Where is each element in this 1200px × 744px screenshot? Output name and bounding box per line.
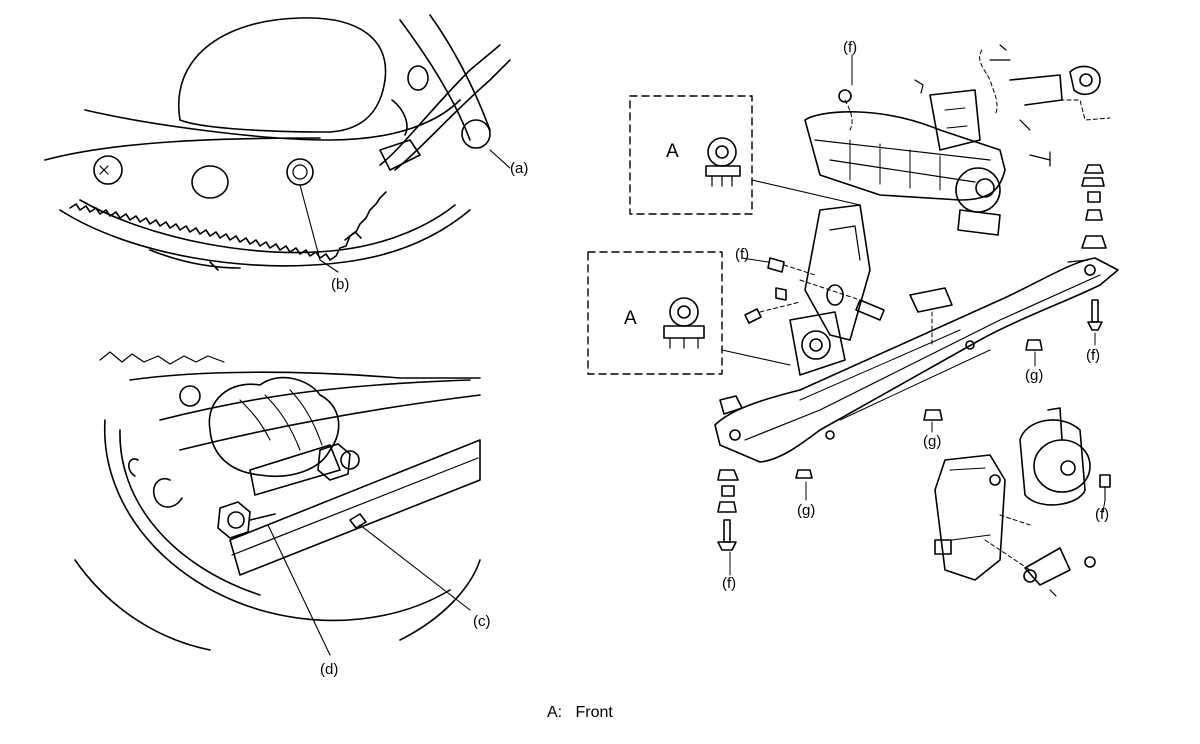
bolt-c	[349, 513, 367, 529]
hardware-stacks	[717, 164, 1107, 551]
label-a: (a)	[510, 160, 529, 177]
label-f-right: (f)	[1086, 347, 1101, 364]
upper-bracket	[804, 44, 1111, 236]
inset-lower-letter: A	[624, 308, 637, 329]
inset-upper-letter: A	[666, 141, 679, 162]
crossmember	[714, 257, 1119, 463]
inset-box-lower	[587, 251, 791, 375]
ring-gear-teeth	[69, 191, 387, 261]
label-leaders	[729, 54, 1106, 576]
caption-key: A:	[547, 704, 563, 721]
label-g-right: (g)	[1025, 367, 1044, 384]
nut-d	[340, 450, 360, 470]
label-d: (d)	[320, 661, 339, 678]
inset-box-upper	[629, 95, 861, 215]
label-f-rear: (f)	[1095, 506, 1110, 523]
crossmember-illustration	[74, 351, 481, 656]
caption-text: Front	[575, 704, 613, 721]
label-c: (c)	[473, 613, 491, 630]
flywheel-illustration	[44, 14, 511, 273]
figure-caption: A: Front	[547, 704, 613, 722]
label-g-center: (g)	[923, 433, 942, 450]
bolt-b	[286, 158, 314, 186]
hole-a	[461, 119, 491, 149]
label-b: (b)	[331, 276, 350, 293]
label-f-top: (f)	[843, 39, 858, 56]
label-f-left: (f)	[735, 246, 750, 263]
label-g-left: (g)	[797, 502, 816, 519]
label-f-bottom: (f)	[722, 575, 737, 592]
front-mount-bracket	[744, 204, 885, 376]
rear-mount-assembly	[934, 407, 1111, 597]
